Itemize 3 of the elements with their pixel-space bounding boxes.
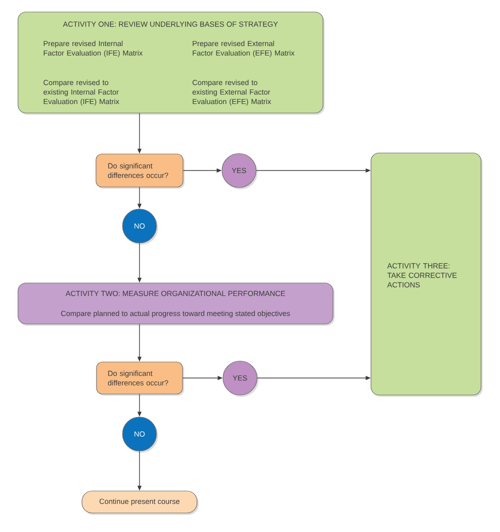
activity-box xyxy=(18,12,325,115)
activity-box xyxy=(18,282,335,326)
activity-box xyxy=(370,152,483,397)
